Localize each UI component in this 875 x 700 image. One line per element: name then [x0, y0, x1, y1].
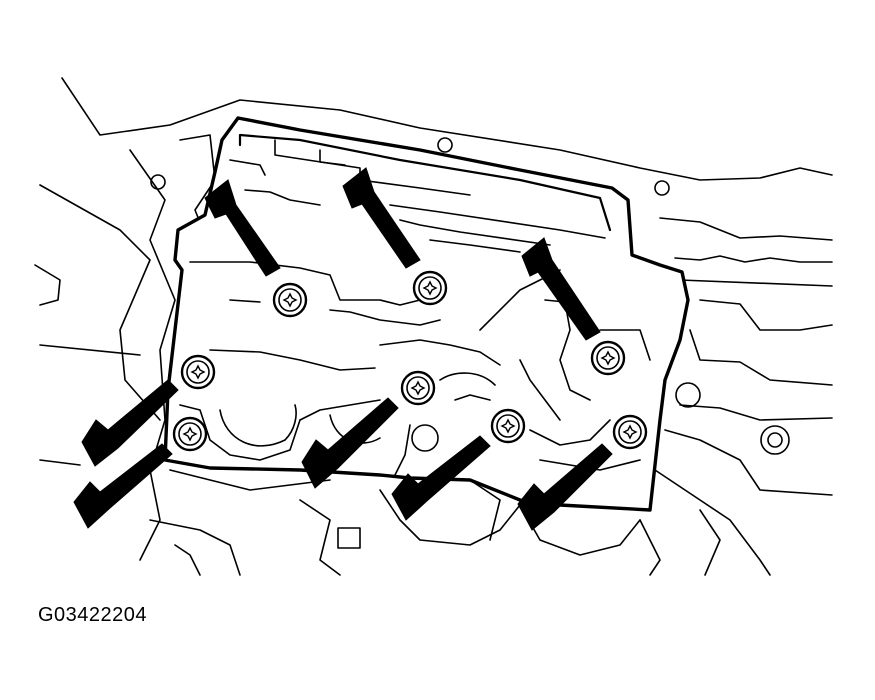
torx-bolt-icon: [490, 408, 526, 444]
valve-body: [163, 116, 690, 512]
pointer-arrow-icon: [391, 435, 491, 521]
arrows: [73, 167, 613, 531]
housing-linework: [34, 77, 833, 576]
pointer-arrow-icon: [301, 397, 399, 489]
pointer-arrow-icon: [521, 237, 601, 341]
pointer-arrow-icon: [517, 443, 613, 531]
torx-bolt-icon: [180, 354, 216, 390]
pointer-arrow-icon: [204, 179, 281, 277]
torx-bolt-icon: [172, 416, 208, 452]
torx-bolt-icon: [612, 414, 648, 450]
pointer-arrow-icon: [342, 167, 421, 269]
torx-bolt-icon: [412, 270, 448, 306]
figure-code: G03422204: [38, 604, 148, 626]
torx-bolt-icon: [272, 282, 308, 318]
torx-bolt-icon: [590, 340, 626, 376]
torx-bolt-icon: [400, 370, 436, 406]
pointer-arrow-icon: [81, 379, 179, 467]
pointer-arrow-icon: [73, 443, 173, 529]
bolts: [172, 270, 648, 452]
